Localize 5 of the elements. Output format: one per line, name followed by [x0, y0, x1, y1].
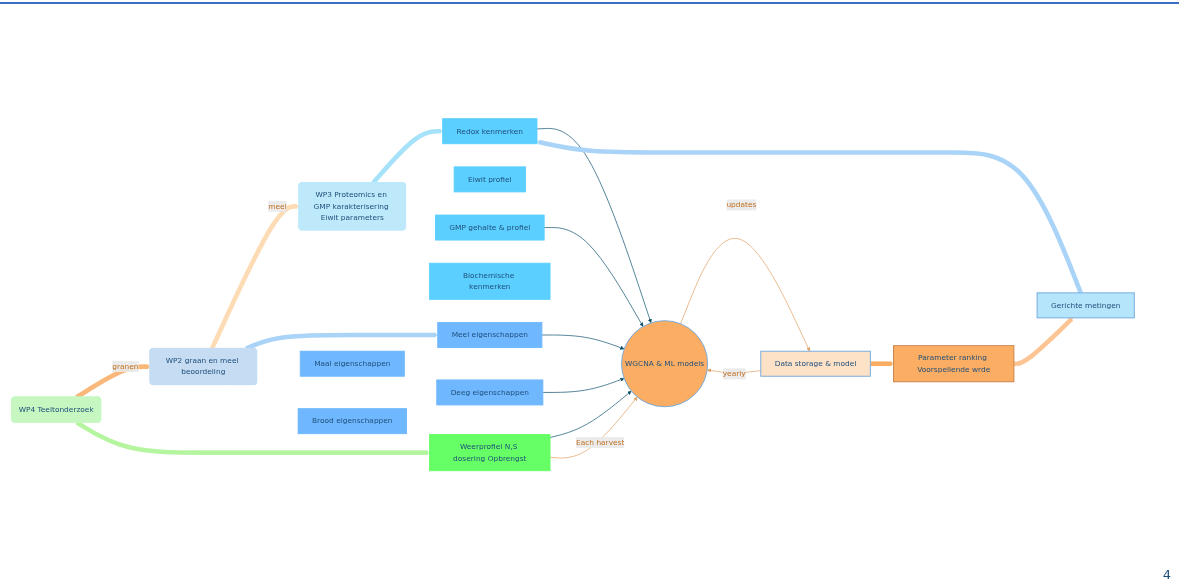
arrow — [1013, 317, 1074, 367]
arrow — [209, 204, 300, 350]
arrow — [536, 140, 1083, 294]
arrow — [869, 361, 894, 367]
page-number: 4 — [1162, 567, 1171, 582]
